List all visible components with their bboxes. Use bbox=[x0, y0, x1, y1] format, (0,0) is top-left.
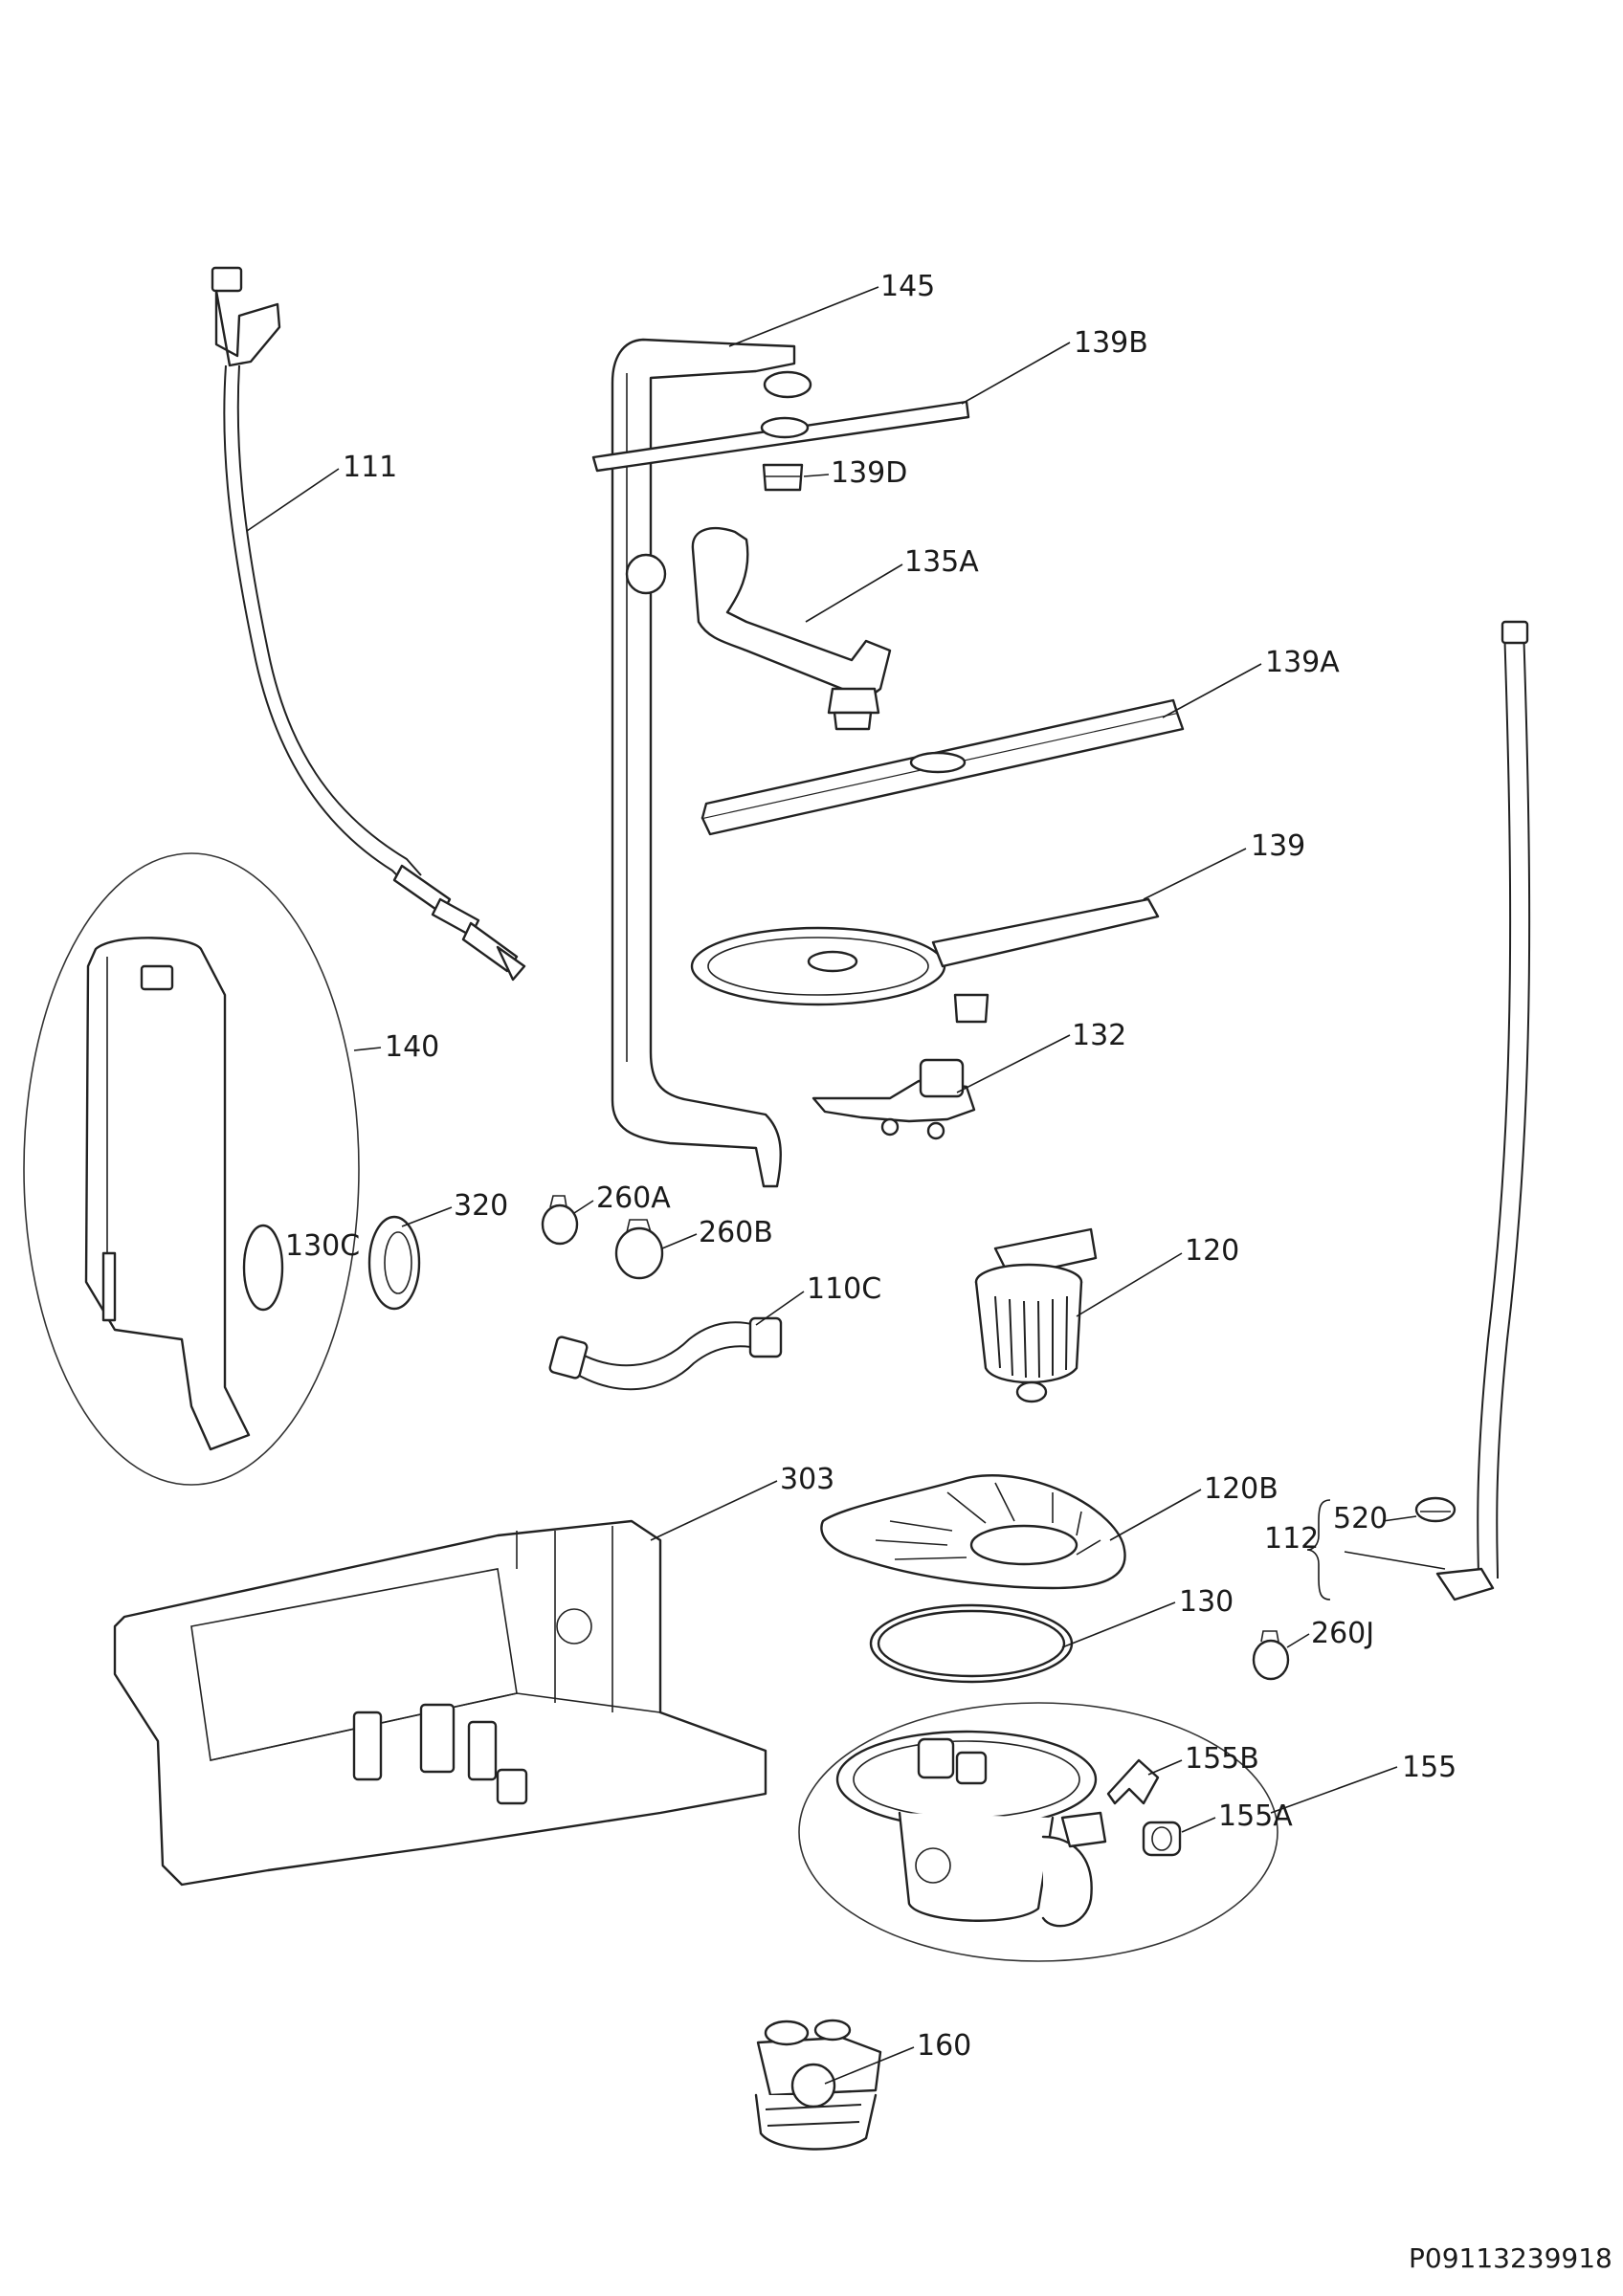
leader-139D bbox=[803, 474, 830, 477]
part-120B-flat-filter bbox=[820, 1474, 1126, 1590]
leader-260B bbox=[661, 1233, 698, 1249]
leader-120 bbox=[1076, 1252, 1183, 1317]
label-120B: 120B bbox=[1204, 1472, 1278, 1506]
part-260B-clamp bbox=[614, 1219, 664, 1280]
part-160-motor bbox=[754, 2019, 882, 2151]
label-130: 130 bbox=[1179, 1585, 1234, 1619]
part-130-seal-ring-inner bbox=[877, 1609, 1066, 1678]
part-320-ring bbox=[367, 1215, 421, 1311]
leader-135A bbox=[805, 563, 903, 623]
part-112-drain-hose bbox=[1435, 620, 1531, 1601]
leader-145 bbox=[728, 286, 879, 347]
part-145-spray-pipe bbox=[611, 338, 812, 1188]
leader-160 bbox=[824, 2046, 915, 2085]
leader-130 bbox=[1061, 1601, 1176, 1648]
leader-112 bbox=[1344, 1551, 1446, 1570]
leader-139B bbox=[961, 342, 1071, 405]
label-303: 303 bbox=[780, 1463, 834, 1496]
part-130-seal-ring bbox=[869, 1603, 1074, 1684]
part-110C-hose bbox=[548, 1316, 783, 1391]
leader-139A bbox=[1162, 663, 1262, 718]
label-260J: 260J bbox=[1311, 1617, 1374, 1650]
part-139A-middle-spray-arm bbox=[700, 698, 1185, 836]
label-132: 132 bbox=[1072, 1019, 1126, 1052]
label-110C: 110C bbox=[807, 1272, 881, 1306]
group-140-ellipse bbox=[23, 852, 360, 1486]
label-139B: 139B bbox=[1074, 326, 1148, 360]
label-320: 320 bbox=[454, 1189, 508, 1223]
leader-139 bbox=[1143, 848, 1247, 900]
group-155-ellipse bbox=[798, 1702, 1278, 1962]
part-140-air-break bbox=[84, 937, 251, 1451]
part-130C-seal bbox=[242, 1224, 284, 1312]
label-139: 139 bbox=[1251, 829, 1305, 863]
leader-320 bbox=[401, 1206, 453, 1227]
part-139D-nut bbox=[762, 463, 804, 492]
label-155B: 155B bbox=[1185, 1742, 1259, 1776]
part-260A-clamp bbox=[541, 1195, 579, 1246]
part-120-filter bbox=[974, 1227, 1098, 1403]
label-111: 111 bbox=[343, 451, 397, 484]
label-120: 120 bbox=[1185, 1234, 1239, 1268]
leader-155A bbox=[1181, 1817, 1216, 1833]
leader-132 bbox=[956, 1034, 1071, 1093]
part-155A-connector bbox=[1142, 1821, 1182, 1857]
label-260A: 260A bbox=[596, 1181, 671, 1215]
label-160: 160 bbox=[917, 2029, 971, 2063]
leader-155B bbox=[1147, 1759, 1183, 1776]
leader-155 bbox=[1270, 1766, 1398, 1814]
leader-260A bbox=[573, 1200, 594, 1214]
leader-520 bbox=[1382, 1515, 1417, 1522]
leader-303 bbox=[650, 1480, 778, 1541]
leader-110C bbox=[755, 1291, 805, 1326]
label-139A: 139A bbox=[1265, 646, 1340, 679]
label-135A: 135A bbox=[904, 545, 979, 579]
part-139B-top-spray-arm bbox=[591, 400, 970, 473]
label-112: 112 bbox=[1264, 1522, 1319, 1556]
label-155A: 155A bbox=[1218, 1799, 1293, 1833]
drawing-code: P09113239918 bbox=[1409, 2242, 1612, 2274]
leader-260J bbox=[1286, 1633, 1310, 1648]
part-303-base bbox=[113, 1519, 767, 1887]
part-139-lower-spray-arm bbox=[690, 897, 1160, 1024]
part-260J-clamp bbox=[1252, 1630, 1290, 1681]
part-155B-flap bbox=[1106, 1758, 1160, 1805]
leader-120B bbox=[1109, 1489, 1202, 1541]
part-520-clip bbox=[1414, 1496, 1456, 1523]
label-130C: 130C bbox=[285, 1229, 360, 1263]
part-135A-spray-arm-bracket bbox=[625, 527, 892, 731]
label-155: 155 bbox=[1402, 1751, 1456, 1784]
label-520: 520 bbox=[1333, 1502, 1388, 1535]
part-132-bracket bbox=[812, 1058, 976, 1140]
part-155-sump bbox=[835, 1730, 1107, 1928]
label-145: 145 bbox=[880, 270, 935, 303]
bracket-112 bbox=[1306, 1499, 1331, 1601]
label-139D: 139D bbox=[831, 456, 907, 490]
leader-111 bbox=[246, 468, 340, 532]
label-140: 140 bbox=[385, 1030, 439, 1064]
label-260B: 260B bbox=[699, 1216, 773, 1249]
part-111-inlet-hose bbox=[211, 266, 526, 982]
leader-140 bbox=[353, 1047, 382, 1051]
